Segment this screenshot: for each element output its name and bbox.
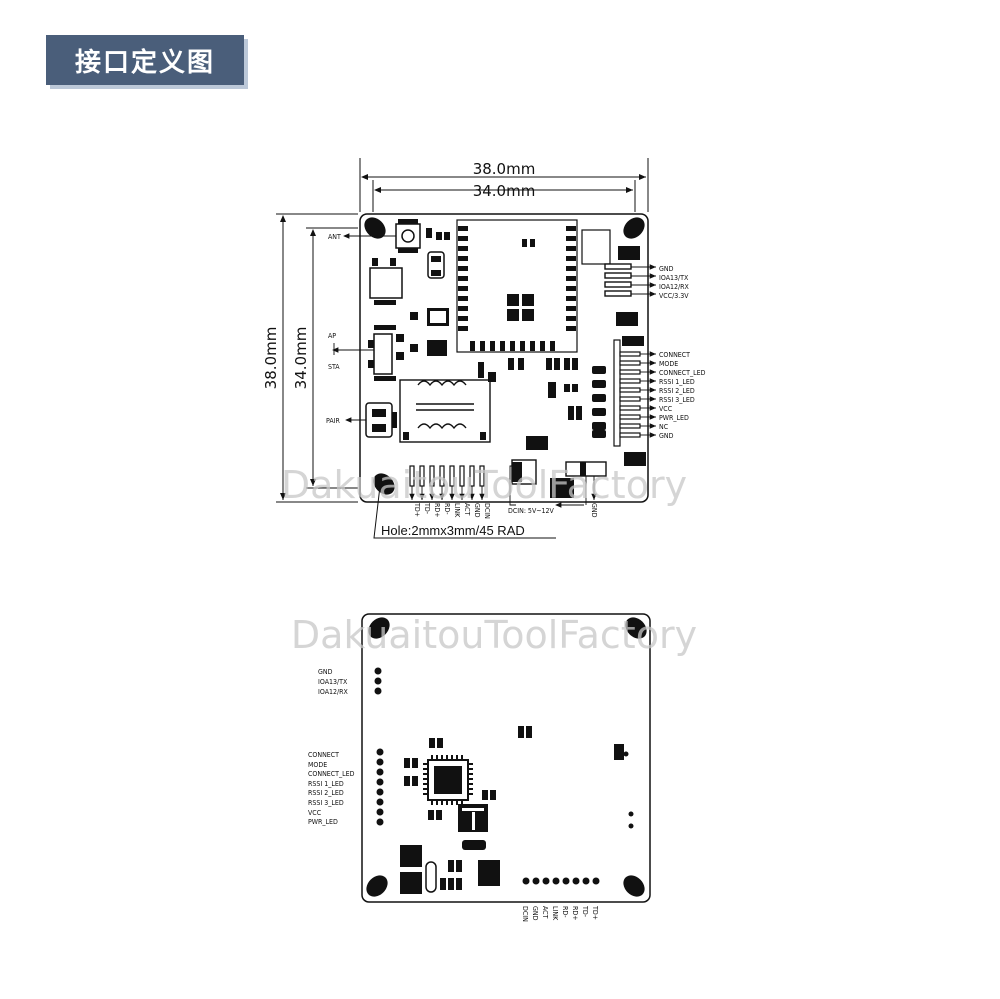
- uart-pin-label: IOA12/RX: [659, 283, 690, 291]
- bottom-pin-label: DCIN: [483, 503, 491, 519]
- led-pin-label: NC: [659, 423, 669, 431]
- bottom-pin-label: GND: [473, 503, 481, 518]
- led-pin-label: VCC: [659, 405, 673, 413]
- module-pads-left: [458, 226, 468, 331]
- back-bottom-pin-label: TD+: [591, 905, 599, 920]
- bottom-pin-label: LINK: [453, 503, 461, 518]
- dimension-lines: [276, 158, 649, 503]
- outer-height-label: 38.0mm: [262, 327, 280, 390]
- gnd-label: GND: [590, 503, 598, 518]
- module-pads-bottom: [470, 341, 555, 351]
- watermark: DakuaitouToolFactory: [281, 463, 687, 507]
- led-pin-label: RSSI 3_LED: [659, 396, 695, 404]
- bottom-pin-label: RD+: [433, 503, 441, 518]
- back-led-label: RSSI 1_LED: [308, 780, 344, 788]
- back-bottom-pin-label: GND: [531, 906, 539, 921]
- back-board: [361, 613, 651, 903]
- ap-label: AP: [328, 332, 336, 340]
- inner-width-label: 34.0mm: [473, 182, 536, 200]
- bottom-pin-label: ACT: [463, 503, 471, 516]
- led-pin-label: GND: [659, 432, 674, 440]
- back-led-label: PWR_LED: [308, 818, 338, 826]
- uart-pin-label: GND: [659, 265, 674, 273]
- back-led-label: VCC: [308, 809, 322, 817]
- back-led-label: CONNECT: [308, 751, 339, 759]
- watermark: DakuaitouToolFactory: [291, 613, 697, 657]
- back-led-label: CONNECT_LED: [308, 770, 355, 778]
- back-led-label: RSSI 2_LED: [308, 789, 344, 797]
- module-pads-right: [566, 226, 576, 331]
- back-bottom-pin-label: RD+: [571, 906, 579, 921]
- back-bottom-pin-label: TD-: [581, 905, 589, 917]
- back-uart-label: IOA13/TX: [318, 678, 348, 686]
- sta-label: STA: [328, 363, 340, 371]
- back-bottom-pin-label: ACT: [541, 906, 549, 919]
- ant-label: ANT: [328, 233, 341, 241]
- uart-pin-label: VCC/3.3V: [659, 292, 689, 300]
- uart-pin-label: IOA13/TX: [659, 274, 689, 282]
- hole-note: Hole:2mmx3mm/45 RAD: [381, 523, 525, 538]
- bottom-pin-label: TD-: [423, 502, 431, 514]
- front-board: [359, 213, 649, 503]
- bottom-pin-label: TD+: [413, 502, 421, 517]
- inner-height-label: 34.0mm: [292, 327, 310, 390]
- back-led-label: MODE: [308, 761, 327, 769]
- back-bottom-pin-label: RD-: [561, 906, 569, 918]
- back-led-label: RSSI 3_LED: [308, 799, 344, 807]
- led-pin-label: MODE: [659, 360, 678, 368]
- back-uart-label: IOA12/RX: [318, 688, 349, 696]
- back-uart-label: GND: [318, 668, 333, 676]
- pair-label: PAIR: [326, 417, 341, 425]
- dcin-label: DCIN: 5V~12V: [508, 507, 555, 515]
- outer-width-label: 38.0mm: [473, 160, 536, 178]
- bottom-pin-label: RD-: [443, 503, 451, 515]
- led-pin-label: CONNECT: [659, 351, 690, 359]
- back-bottom-pin-label: DCIN: [521, 906, 529, 922]
- led-pin-label: RSSI 1_LED: [659, 378, 695, 386]
- led-pin-label: CONNECT_LED: [659, 369, 706, 377]
- led-pin-label: RSSI 2_LED: [659, 387, 695, 395]
- section-title: 接口定义图: [46, 35, 244, 85]
- led-pin-label: PWR_LED: [659, 414, 689, 422]
- back-bottom-pin-label: LINK: [551, 906, 559, 921]
